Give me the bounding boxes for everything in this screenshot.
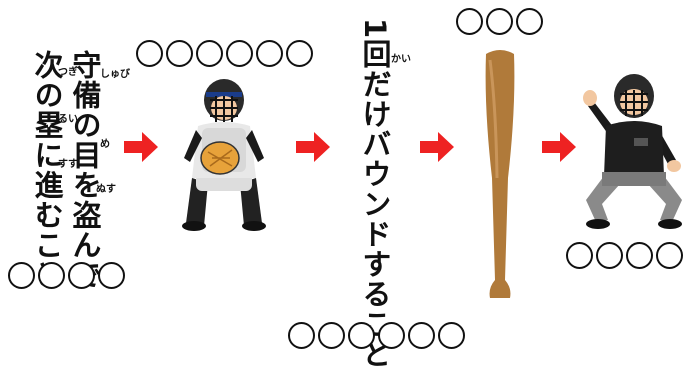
ruby-me: め [100, 139, 110, 150]
ruby-tsugi: つぎ [58, 67, 78, 78]
ruby-rui: るい [58, 114, 78, 125]
left-question-line-1: 守備の目を盗んで [68, 50, 102, 290]
blank-circle [136, 40, 163, 67]
blank-circle [68, 262, 95, 289]
umpire-illustration [583, 74, 682, 229]
blank-circle [318, 322, 345, 349]
blank-circle [408, 322, 435, 349]
blank-circle [596, 242, 623, 269]
ruby-shubi: しゅび [100, 69, 130, 80]
answer-blanks-bat [456, 8, 543, 35]
answer-blanks-bounce [288, 322, 465, 349]
blank-circle [626, 242, 653, 269]
blank-circle [378, 322, 405, 349]
blank-circle [348, 322, 375, 349]
blank-circle [38, 262, 65, 289]
blank-circle [8, 262, 35, 289]
arrow-right-icon [124, 132, 158, 162]
ruby-kai: かい [391, 54, 411, 65]
blank-circle [286, 40, 313, 67]
blank-circle [288, 322, 315, 349]
blank-circle [516, 8, 543, 35]
ruby-susu: すす [58, 159, 78, 170]
arrow-right-icon [542, 132, 576, 162]
answer-blanks-catcher [136, 40, 313, 67]
arrow-right-icon [420, 132, 454, 162]
baseball-bat-illustration [485, 50, 515, 298]
blank-circle [656, 242, 683, 269]
middle-question-text: 1回だけバウンドすること [358, 18, 392, 369]
catcher-illustration [182, 79, 266, 231]
ruby-nusu: ぬす [96, 184, 116, 195]
blank-circle [98, 262, 125, 289]
blank-circle [166, 40, 193, 67]
blank-circle [566, 242, 593, 269]
blank-circle [196, 40, 223, 67]
blank-circle [226, 40, 253, 67]
blank-circle [486, 8, 513, 35]
answer-blanks-left [8, 262, 125, 289]
left-question-line-2: 次の塁に進むこと [30, 50, 64, 290]
blank-circle [456, 8, 483, 35]
blank-circle [438, 322, 465, 349]
arrow-right-icon [296, 132, 330, 162]
blank-circle [256, 40, 283, 67]
answer-blanks-umpire [566, 242, 683, 269]
